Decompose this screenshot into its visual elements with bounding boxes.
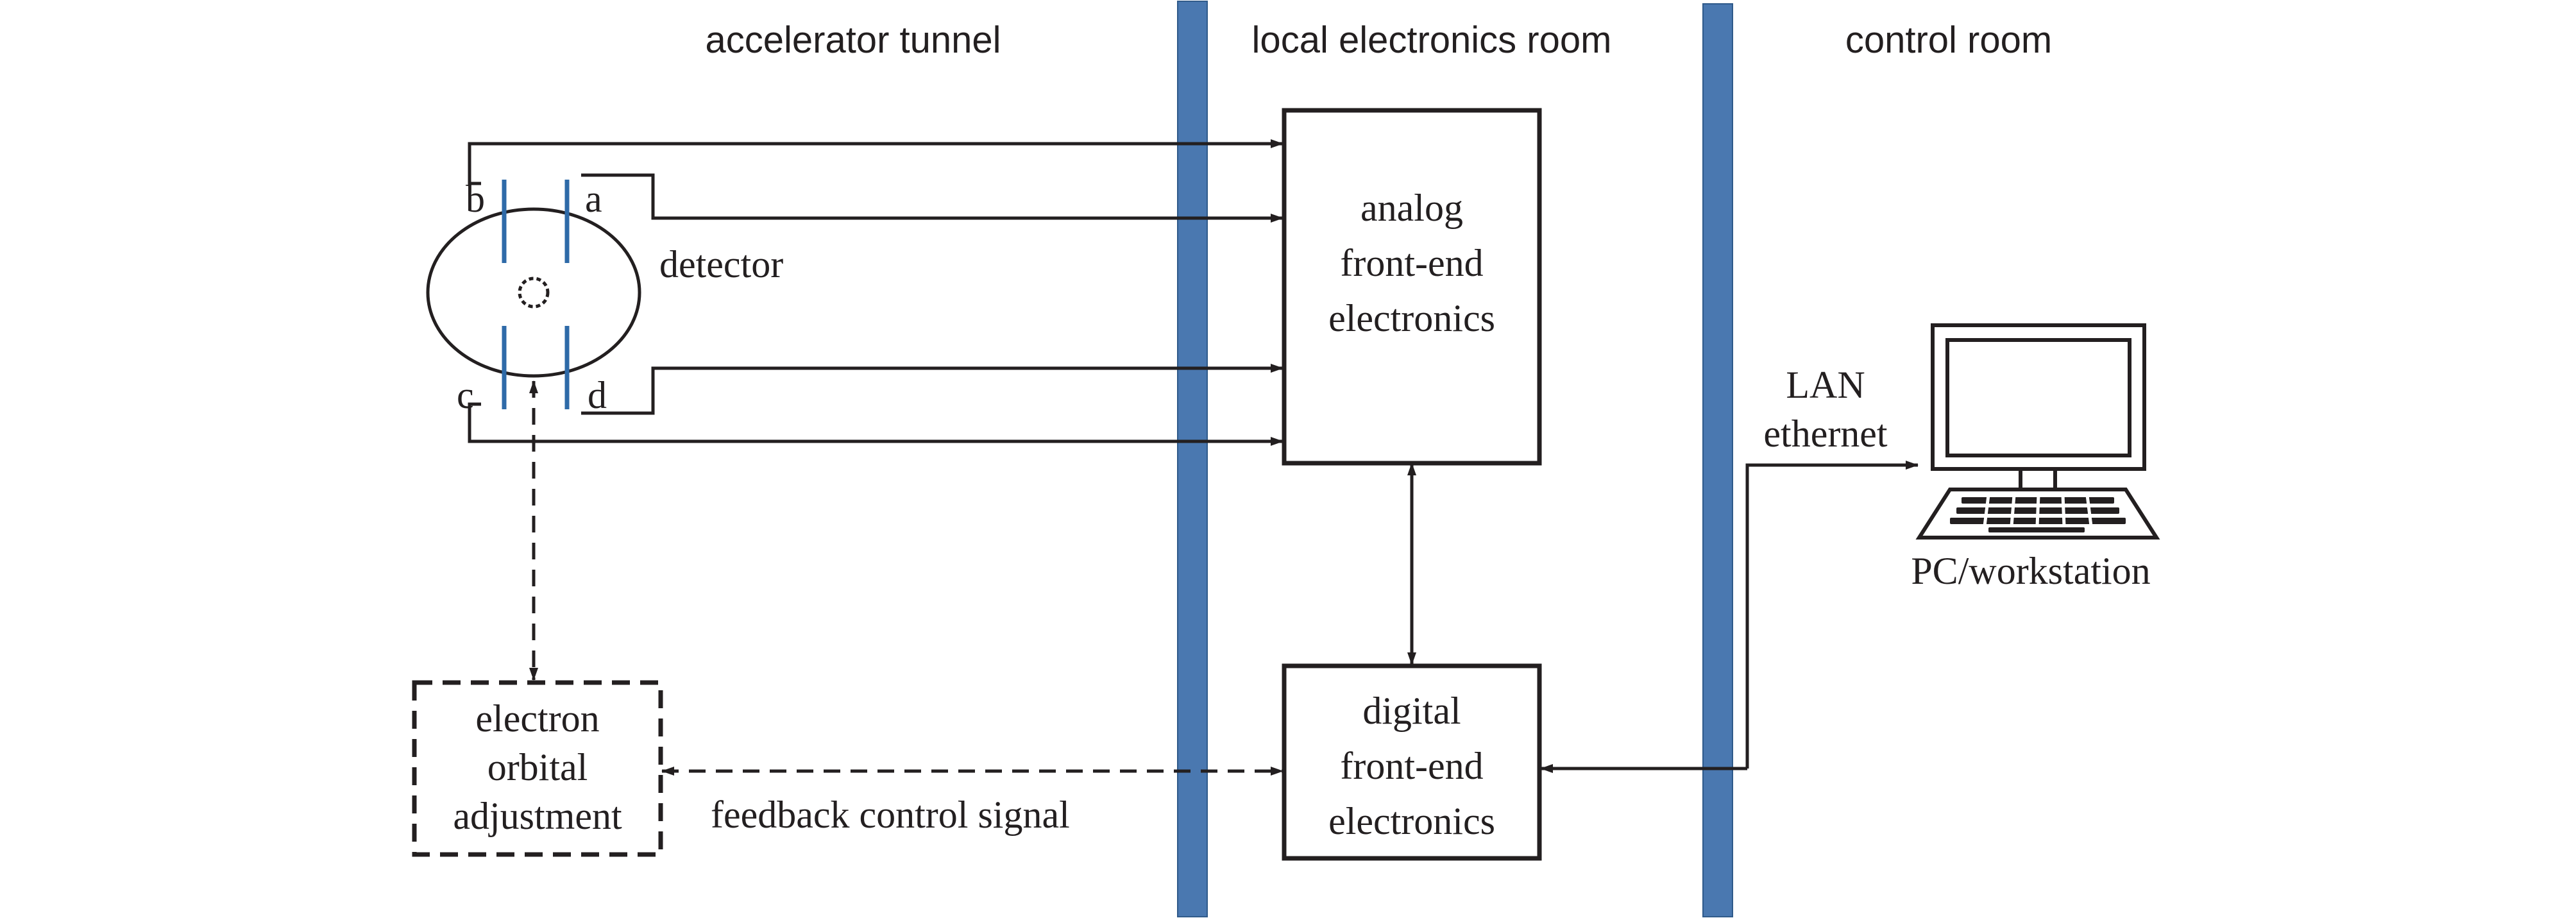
digital-front-end-box <box>1282 663 1542 861</box>
workstation-icon <box>1915 323 2160 540</box>
analog-box-line-1: analog <box>1360 187 1463 229</box>
cable-d <box>581 364 1284 415</box>
electrode-a-label: a <box>585 178 602 220</box>
analog-box-line-3: electronics <box>1328 297 1495 339</box>
workstation-label: PC/workstation <box>1911 550 2150 592</box>
digital-box-line-2: front-end <box>1340 745 1483 787</box>
digital-box-line-1: digital <box>1362 690 1461 732</box>
lan-to-pc-link <box>1745 461 1919 769</box>
detector <box>426 180 641 409</box>
electron-beam-icon <box>518 276 550 309</box>
feedback-control-label: feedback control signal <box>711 794 1070 836</box>
orbit-box-line-2: orbital <box>487 746 588 788</box>
section-title-electronics-room: local electronics room <box>1252 19 1612 61</box>
analog-front-end-box <box>1282 108 1542 466</box>
detector-label: detector <box>659 243 783 285</box>
orbit-box-line-1: electron <box>475 697 599 740</box>
monitor-neck <box>2019 467 2057 491</box>
ethernet-label: ethernet <box>1763 412 1888 455</box>
keyboard-key-gaps <box>1983 495 2093 527</box>
section-title-control-room: control room <box>1845 19 2052 61</box>
analog-box-line-2: front-end <box>1340 242 1483 284</box>
beam-pipe-ellipse <box>426 207 641 378</box>
wall-tunnel-electronics <box>1177 1 1208 917</box>
cable-b <box>468 139 1284 185</box>
cable-c <box>468 402 1284 446</box>
section-title-tunnel: accelerator tunnel <box>705 19 1001 61</box>
electrode-c-label: c <box>457 374 474 416</box>
digital-box-line-3: electronics <box>1328 800 1495 842</box>
cable-a <box>581 173 1284 223</box>
orbital-adjustment-box <box>412 680 663 857</box>
electrode-d-label: d <box>588 374 607 416</box>
lan-label: LAN <box>1786 364 1865 406</box>
wall-electronics-control <box>1702 3 1733 917</box>
orbit-box-line-3: adjustment <box>453 795 622 837</box>
monitor-screen <box>1945 338 2131 457</box>
